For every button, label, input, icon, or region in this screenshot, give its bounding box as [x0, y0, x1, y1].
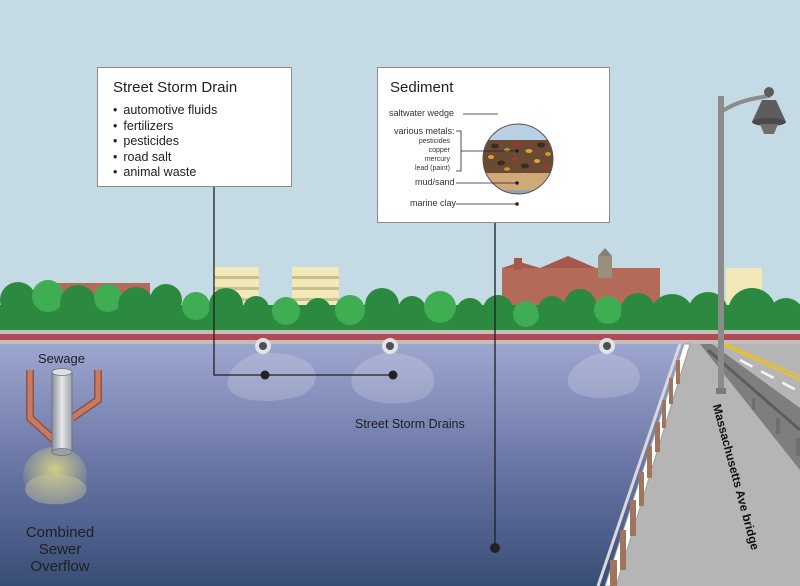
marine-clay-layer — [483, 190, 553, 194]
bridge — [596, 343, 800, 586]
sewage-pipe — [23, 368, 102, 505]
sediment-title: Sediment — [390, 79, 454, 96]
storm-drains-label: Street Storm Drains — [355, 417, 465, 431]
storm-drain-callout: Street Storm Drain automotive fluids fer… — [97, 67, 292, 187]
various-metals-label: various metals: — [394, 126, 455, 136]
metal-label: mercury — [424, 156, 450, 163]
metal-label: pesticides — [418, 138, 450, 145]
pollutant-item: automotive fluids — [113, 103, 276, 119]
marine-clay-label: marine clay — [410, 198, 457, 208]
pollutant-item: fertilizers — [113, 119, 276, 135]
cso-line: Sewer — [38, 541, 82, 558]
pollutant-list: automotive fluids fertilizers pesticides… — [113, 103, 276, 181]
metal-particles — [488, 141, 551, 171]
sediment-callout: Sediment — [377, 67, 610, 223]
combined-sewer-overflow-label: Combined Sewer Overflow — [18, 524, 102, 575]
sewage-label: Sewage — [38, 351, 85, 366]
cso-line: Overflow — [30, 558, 90, 575]
storm-drain-title: Street Storm Drain — [113, 79, 238, 96]
mud-sand-label: mud/sand — [415, 177, 455, 187]
pollutant-item: road salt — [113, 150, 276, 166]
callout-lines — [213, 187, 500, 553]
mud-sand-layer — [483, 173, 553, 190]
metal-label: copper — [428, 147, 450, 154]
riverbank — [0, 334, 800, 340]
street-lamp — [716, 87, 786, 394]
pollutant-item: animal waste — [113, 165, 276, 181]
storm-drain-outlet — [227, 338, 316, 402]
sediment-cross-section — [456, 113, 554, 206]
metal-label: lead (paint) — [414, 165, 450, 172]
storm-drain-outlet — [567, 338, 640, 399]
pollutant-item: pesticides — [113, 134, 276, 150]
cso-line: Combined — [25, 524, 95, 541]
saltwater-wedge-label: saltwater wedge — [389, 108, 455, 118]
